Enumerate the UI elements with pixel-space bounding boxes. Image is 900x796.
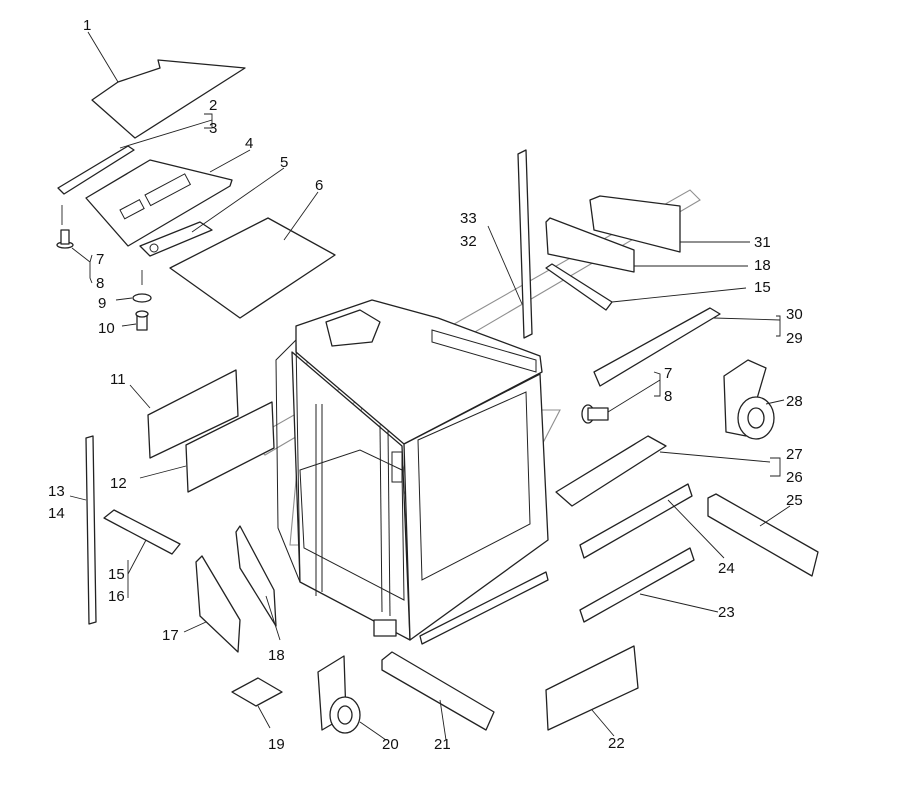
part-24-seal bbox=[579, 483, 693, 559]
label-32: 32 bbox=[460, 233, 477, 250]
leader-lines bbox=[69, 31, 791, 741]
part-labels: 1 2 3 4 5 6 7 8 9 10 11 12 13 14 15 16 1… bbox=[48, 17, 803, 753]
label-3: 3 bbox=[209, 120, 217, 137]
part-6-mat bbox=[169, 217, 336, 319]
part-12-side-panel bbox=[185, 401, 275, 493]
label-12: 12 bbox=[110, 475, 127, 492]
label-26: 26 bbox=[786, 469, 803, 486]
fastener-7-right bbox=[581, 404, 609, 424]
part-20-blower bbox=[317, 655, 361, 734]
label-6: 6 bbox=[315, 177, 323, 194]
part-2-strip bbox=[57, 145, 135, 195]
fastener-7 bbox=[56, 229, 74, 249]
label-8-right: 8 bbox=[664, 388, 672, 405]
label-29: 29 bbox=[786, 330, 803, 347]
part-17-panel bbox=[195, 555, 241, 653]
part-13-vertical-rail bbox=[85, 435, 97, 625]
part-11-side-panel bbox=[147, 369, 239, 459]
part-31-panel bbox=[589, 195, 681, 253]
part-28-blower bbox=[723, 359, 775, 440]
label-15-right: 15 bbox=[754, 279, 771, 296]
label-13: 13 bbox=[48, 483, 65, 500]
label-23: 23 bbox=[718, 604, 735, 621]
label-21: 21 bbox=[434, 736, 451, 753]
bolt-10 bbox=[135, 310, 149, 331]
label-20: 20 bbox=[382, 736, 399, 753]
part-15-angle-bracket bbox=[103, 509, 181, 555]
washer-9 bbox=[132, 293, 152, 303]
label-14: 14 bbox=[48, 505, 65, 522]
label-16: 16 bbox=[108, 588, 125, 605]
label-15: 15 bbox=[108, 566, 125, 583]
label-10: 10 bbox=[98, 320, 115, 337]
label-11: 11 bbox=[110, 371, 126, 388]
part-4-dashboard bbox=[85, 159, 233, 247]
label-30: 30 bbox=[786, 306, 803, 323]
part-27-channel bbox=[555, 435, 667, 507]
part-30-channel bbox=[593, 307, 721, 387]
part-18-panel bbox=[235, 525, 277, 627]
label-2: 2 bbox=[209, 97, 217, 114]
label-17: 17 bbox=[162, 627, 179, 644]
label-5: 5 bbox=[280, 154, 288, 171]
label-9: 9 bbox=[98, 295, 106, 312]
label-7: 7 bbox=[96, 251, 104, 268]
part-21-channel bbox=[381, 651, 495, 731]
label-24: 24 bbox=[718, 560, 735, 577]
cab-body bbox=[275, 299, 549, 645]
label-28: 28 bbox=[786, 393, 803, 410]
label-27: 27 bbox=[786, 446, 803, 463]
part-19-square-plate bbox=[231, 677, 283, 707]
part-1-top-panel bbox=[91, 59, 246, 139]
label-8: 8 bbox=[96, 275, 104, 292]
label-18: 18 bbox=[268, 647, 285, 664]
label-7-right: 7 bbox=[664, 365, 672, 382]
part-32-post bbox=[517, 149, 533, 339]
label-4: 4 bbox=[245, 135, 253, 152]
label-31: 31 bbox=[754, 234, 771, 251]
label-18-right: 18 bbox=[754, 257, 771, 274]
label-25: 25 bbox=[786, 492, 803, 509]
part-25-plate bbox=[707, 493, 819, 577]
label-22: 22 bbox=[608, 735, 625, 752]
part-18-upper-panel bbox=[545, 217, 635, 273]
label-19: 19 bbox=[268, 736, 285, 753]
label-1: 1 bbox=[83, 17, 91, 34]
part-23-seal bbox=[579, 547, 695, 623]
part-22-plate bbox=[545, 645, 639, 731]
label-33: 33 bbox=[460, 210, 477, 227]
